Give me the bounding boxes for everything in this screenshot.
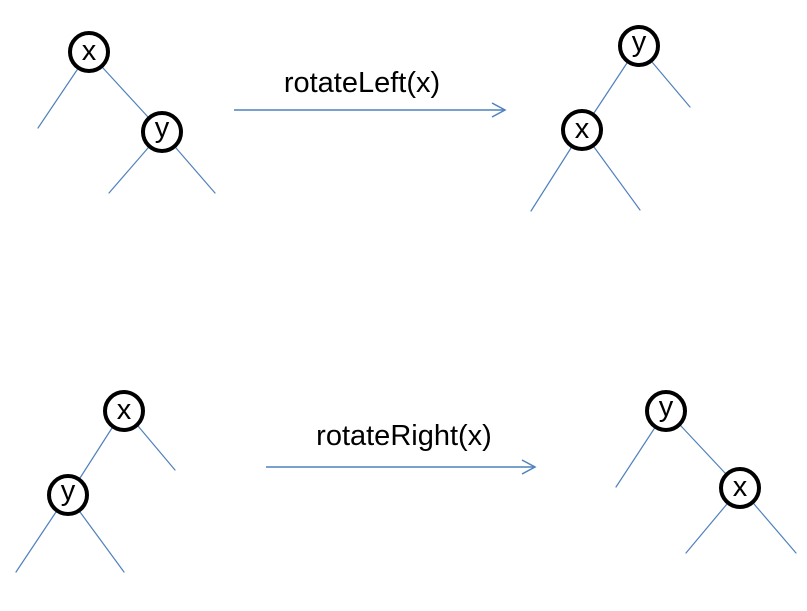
operation-label: rotateLeft(x) [284, 67, 440, 99]
tree-node-circle [68, 31, 110, 73]
tree-node-label: x [733, 471, 748, 503]
tree-edge [753, 503, 797, 554]
rotate-right-row: x y rotateRight(x) y x [15, 390, 797, 573]
tree-node-label: y [659, 391, 674, 423]
rotate-right-arrow: rotateRight(x) [266, 420, 537, 475]
tree-edge [137, 425, 176, 471]
arrow-head-icon [491, 102, 507, 118]
rotate-right-after-tree: y x [615, 390, 797, 554]
tree-node-label: x [117, 394, 132, 426]
tree-node-circle [561, 109, 603, 151]
rotate-left-before-tree: x y [37, 31, 216, 194]
tree-edge [15, 511, 57, 573]
tree-edge [79, 427, 113, 479]
tree-node-circle [47, 474, 89, 516]
tree-edge [651, 61, 691, 108]
tree-edge [615, 428, 655, 488]
tree-node-circle [618, 25, 660, 67]
tree-node-circle [103, 390, 145, 432]
tree-edge [680, 425, 726, 474]
tree-edge [593, 62, 628, 114]
tree-node-label: y [155, 112, 170, 144]
rotate-left-after-tree: y x [530, 25, 691, 212]
rotate-left-row: x y rotateLeft(x) y x [37, 25, 691, 212]
tree-node-label: y [61, 475, 76, 507]
tree-node-label: x [575, 113, 590, 145]
tree-edge [37, 69, 78, 129]
operation-label: rotateRight(x) [316, 420, 492, 452]
tree-edge [102, 67, 149, 118]
tree-edge [685, 503, 728, 554]
tree-node-label: y [632, 26, 647, 58]
tree-node-circle [645, 390, 687, 432]
arrow-head-icon [521, 459, 537, 475]
tree-node-label: x [82, 35, 97, 67]
rotate-left-arrow: rotateLeft(x) [234, 67, 507, 118]
tree-edge [530, 147, 572, 212]
tree-node-circle [719, 467, 761, 509]
tree-node-circle [141, 111, 183, 153]
tree-edge [108, 147, 149, 194]
tree-edge [593, 146, 641, 211]
tree-edge [79, 511, 125, 573]
tree-edge [175, 147, 216, 194]
rotate-right-before-tree: x y [15, 390, 176, 573]
